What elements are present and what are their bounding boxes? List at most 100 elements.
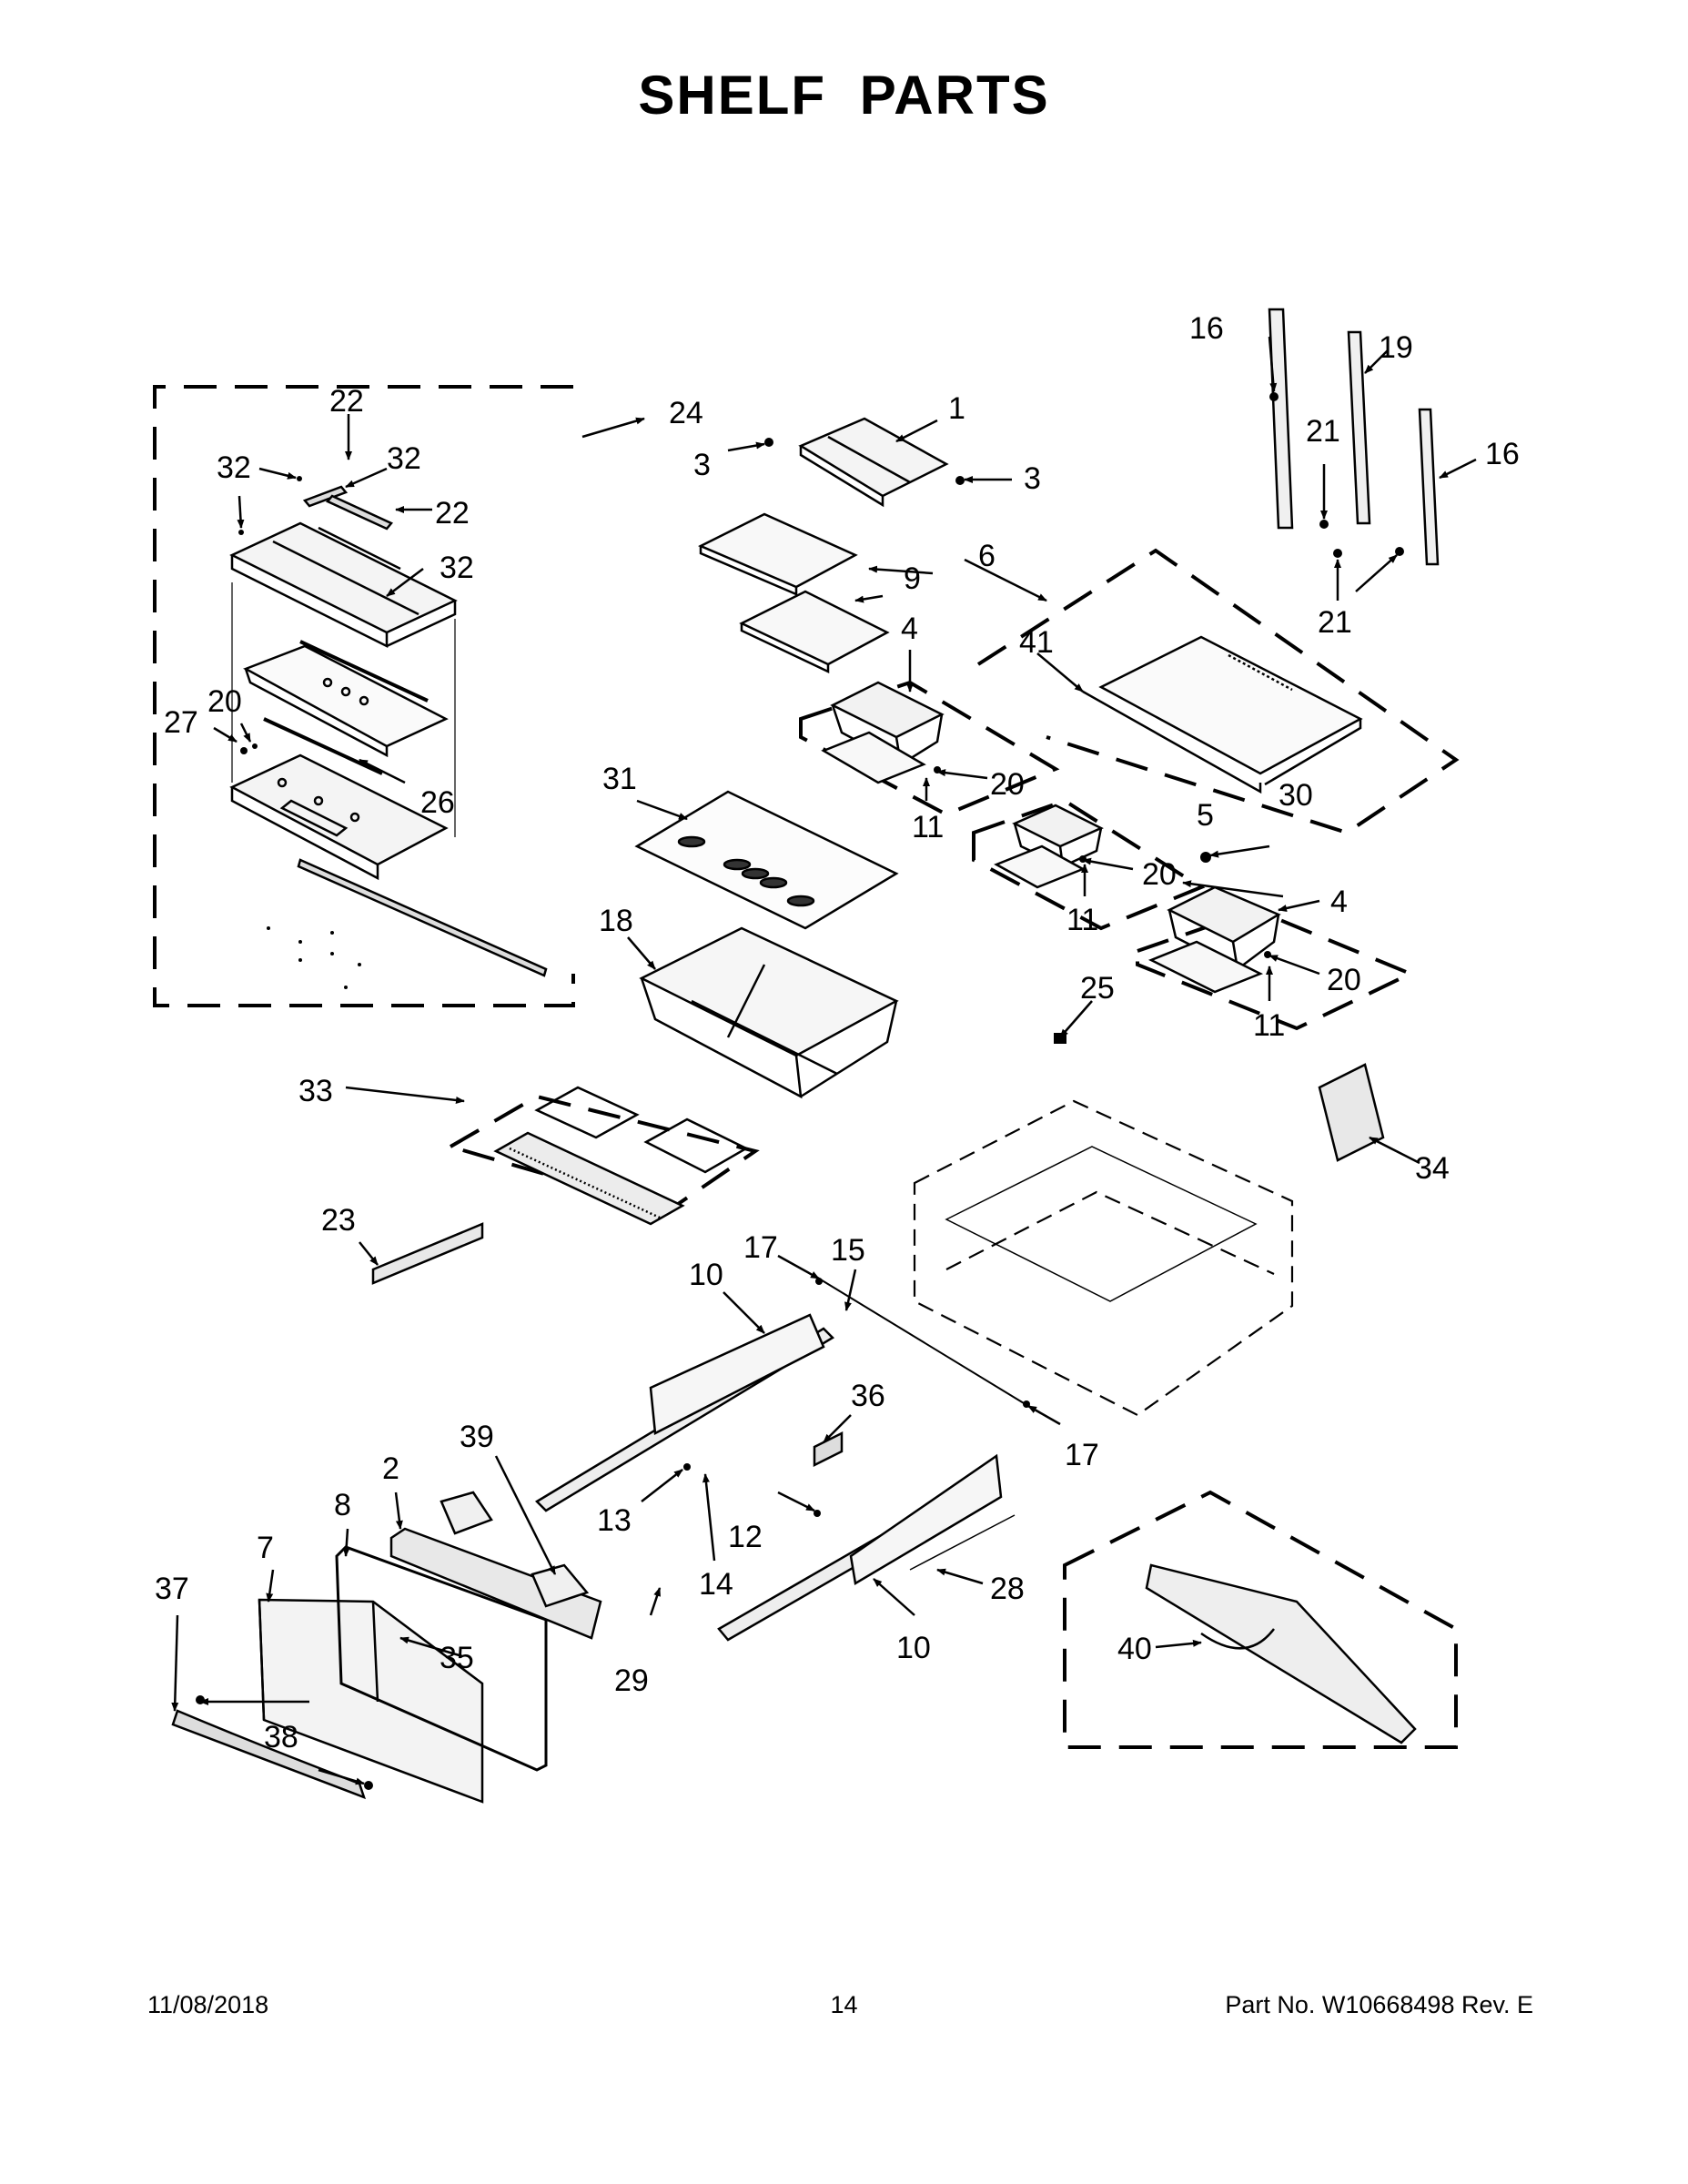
callout-35: 35	[440, 1641, 474, 1675]
callout-32: 32	[440, 551, 474, 585]
seal-strip	[297, 858, 548, 977]
callout-13: 13	[597, 1503, 632, 1538]
callout-31: 31	[602, 762, 637, 796]
footer-part-number: Part No. W10668498 Rev. E	[1225, 1991, 1533, 2018]
callout-38: 38	[264, 1720, 298, 1754]
rail-22-upper	[302, 485, 349, 508]
callout-3: 3	[1024, 461, 1041, 496]
glass-shelf-9-upper	[698, 512, 858, 596]
callout-16: 16	[1189, 311, 1224, 346]
freezer-shelf-base	[229, 753, 449, 881]
tray-33-right-panel	[643, 1117, 749, 1174]
divider-34	[1318, 1063, 1385, 1162]
callout-4: 4	[1330, 885, 1348, 919]
callout-16: 16	[1485, 437, 1520, 471]
footer-page-number: 14	[830, 1991, 858, 2018]
callout-22: 22	[435, 496, 470, 531]
cabinet-outline	[913, 1099, 1294, 1417]
callout-10: 10	[689, 1258, 723, 1292]
callout-34: 34	[1415, 1151, 1450, 1186]
trim-23	[371, 1222, 484, 1285]
drawer-rail-40	[1145, 1563, 1417, 1744]
callout-32: 32	[217, 450, 251, 485]
callout-32: 32	[387, 441, 421, 476]
freezer-shelf-frame	[229, 521, 458, 649]
rail-22-lower	[325, 494, 394, 531]
page-title: SHELF PARTS	[638, 65, 1050, 126]
trim-2	[389, 1527, 602, 1640]
glass-shelf-1	[798, 417, 949, 508]
callout-37: 37	[155, 1572, 189, 1606]
drawer-front-7	[258, 1598, 484, 1804]
callout-14: 14	[699, 1567, 733, 1602]
callout-15: 15	[831, 1233, 865, 1268]
callout-6: 6	[978, 539, 996, 573]
callout-17: 17	[1065, 1438, 1099, 1472]
callout-29: 29	[614, 1663, 649, 1698]
group-box-freezer-shelf	[153, 385, 575, 1007]
callout-33: 33	[298, 1074, 333, 1108]
callout-2: 2	[382, 1451, 399, 1486]
callout-10: 10	[896, 1631, 931, 1665]
footer-date: 11/08/2018	[147, 1991, 269, 2018]
callout-40: 40	[1117, 1632, 1152, 1666]
callout-27: 27	[164, 705, 198, 740]
group-box-tray-33	[445, 1094, 760, 1213]
handle-37	[171, 1709, 367, 1800]
callout-41: 41	[1019, 625, 1054, 660]
drain-39-upper	[440, 1491, 493, 1535]
callout-21: 21	[1318, 605, 1352, 640]
callout-23: 23	[321, 1203, 356, 1238]
rail-16-right	[1418, 408, 1440, 566]
callout-1: 1	[948, 391, 965, 426]
callout-25: 25	[1080, 971, 1115, 1006]
callout-labels: 1 2 3 3 4 4 5 6 7 8 9 10 10 11 11 11 12 …	[155, 311, 1520, 1754]
glass-panel-31	[634, 790, 899, 930]
callout-39: 39	[460, 1420, 494, 1454]
rod-15	[818, 1278, 1029, 1407]
callout-4: 4	[901, 612, 918, 646]
cabinet-inner	[945, 1146, 1258, 1302]
slide-rail-10-right	[717, 1453, 1003, 1642]
bin-4-lower	[1147, 885, 1281, 994]
glass-shelf-9-lower	[739, 590, 890, 673]
wire-28	[909, 1514, 1016, 1571]
slide-rail-10-left	[534, 1313, 835, 1512]
bin-4-upper	[821, 681, 945, 784]
callout-7: 7	[257, 1531, 274, 1565]
tray-33-vent	[493, 1131, 685, 1226]
callout-36: 36	[851, 1379, 885, 1413]
callout-12: 12	[728, 1520, 763, 1554]
callout-20: 20	[990, 767, 1025, 802]
deli-pan-18	[639, 926, 899, 1099]
shelf-41	[1082, 635, 1363, 794]
callout-30: 30	[1279, 778, 1313, 813]
callout-11: 11	[1253, 1008, 1285, 1043]
callout-9: 9	[904, 561, 921, 596]
callout-3: 3	[693, 448, 711, 482]
callout-26: 26	[420, 785, 455, 820]
rail-16-left	[1268, 308, 1294, 530]
callout-11: 11	[1066, 903, 1098, 937]
bracket-36	[813, 1431, 844, 1468]
freezer-shelf-cover	[243, 644, 449, 758]
callout-8: 8	[334, 1488, 351, 1522]
callout-19: 19	[1379, 330, 1413, 365]
group-box-bin-1	[799, 680, 1060, 817]
callout-5: 5	[1197, 798, 1214, 833]
callout-24: 24	[669, 396, 703, 430]
group-box-bin-2	[972, 798, 1206, 931]
rail-19	[1347, 330, 1371, 525]
callout-18: 18	[599, 904, 633, 938]
group-box-shelf-6	[976, 548, 1460, 835]
tray-33-left-panel	[534, 1086, 640, 1139]
callout-17: 17	[743, 1230, 778, 1265]
group-box-drawer-40	[1063, 1490, 1458, 1749]
callout-20: 20	[1327, 963, 1361, 997]
callout-20: 20	[1142, 857, 1177, 892]
callout-22: 22	[329, 384, 364, 419]
callout-28: 28	[990, 1572, 1025, 1606]
callout-21: 21	[1306, 414, 1340, 449]
callout-11: 11	[912, 810, 944, 844]
